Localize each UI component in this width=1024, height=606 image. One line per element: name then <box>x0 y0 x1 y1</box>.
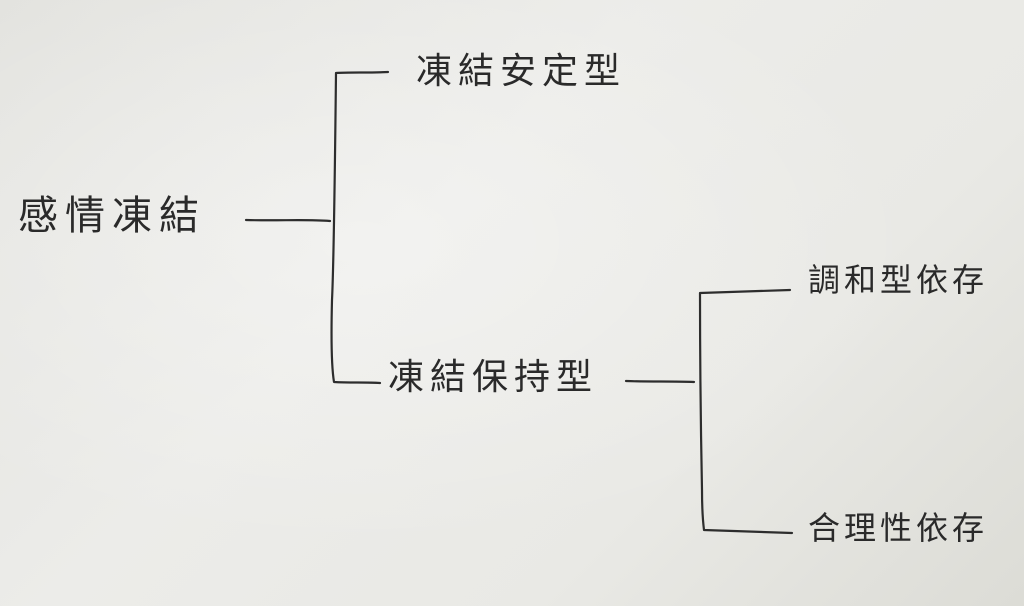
connector-level2-bracket <box>698 288 794 535</box>
branch-node-label: 凍結保持型 <box>388 357 599 398</box>
leaf-node-label: 合理性依存 <box>808 509 989 547</box>
connector-root-stem <box>244 218 332 223</box>
root-node-label: 感情凍結 <box>18 193 206 239</box>
connector-hold-stem <box>624 379 696 384</box>
connector-level1-bracket <box>330 70 390 385</box>
branch-node-label: 凍結安定型 <box>416 51 627 92</box>
leaf-node-label: 調和型依存 <box>808 261 989 299</box>
